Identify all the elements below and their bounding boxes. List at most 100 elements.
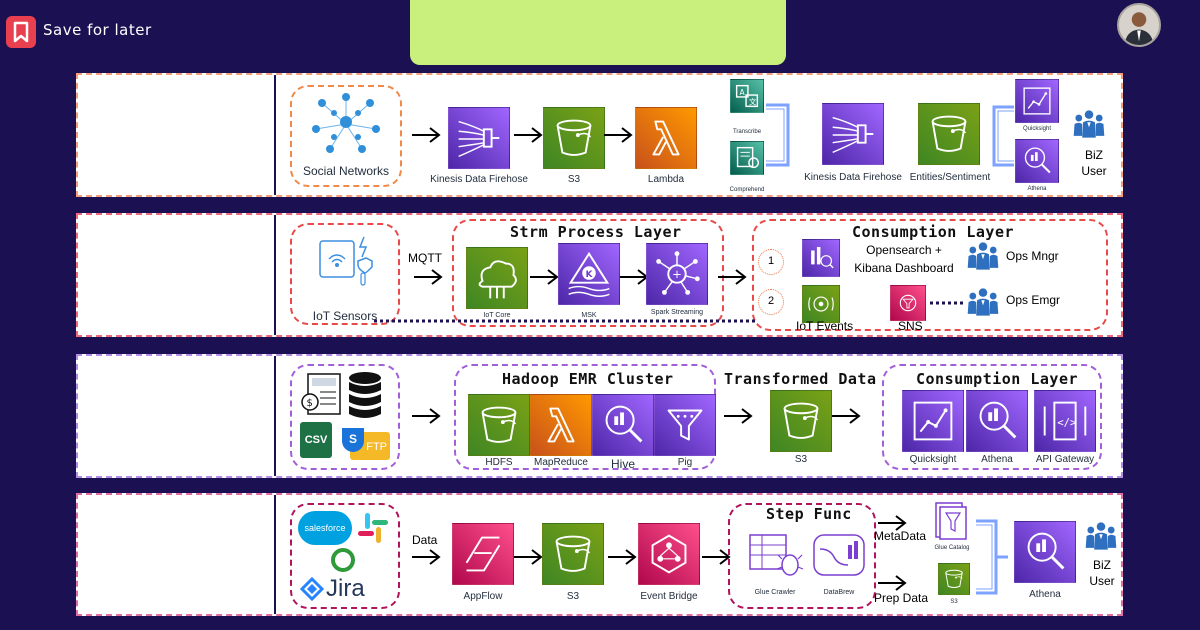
svg-text:+: +	[672, 267, 682, 281]
csv-file-icon: CSV	[300, 422, 332, 458]
bucket-icon	[918, 103, 980, 165]
opensearch-icon	[802, 239, 840, 277]
athena-icon	[1014, 521, 1076, 583]
appflow-icon	[452, 523, 514, 585]
quicksight-icon	[1015, 79, 1059, 123]
users-icon	[1072, 107, 1106, 141]
quicksight-label: Quicksight	[909, 454, 957, 465]
flow-arrow	[608, 547, 638, 567]
flow-arrow	[414, 267, 444, 287]
bucket-icon	[938, 563, 970, 595]
api-gateway-label: API Gateway	[1035, 454, 1095, 465]
database-icon	[346, 370, 384, 420]
svg-text:文: 文	[749, 96, 757, 106]
svg-text:$: $	[307, 398, 313, 409]
step-number-badge: 2	[758, 289, 784, 315]
glue-crawler-icon	[748, 531, 804, 581]
iot-events-label: IoT Events	[796, 319, 854, 333]
pipeline-row-iot: IoT Sensors MQTT Strm Process Layer IoT …	[76, 213, 1123, 337]
iot-sensor-icon	[316, 231, 378, 289]
pipeline-row-social: Social Networks Kinesis Data Firehose S3…	[76, 73, 1123, 197]
flow-arrow	[878, 573, 908, 593]
flow-arrow	[412, 406, 442, 426]
avatar[interactable]	[1117, 3, 1161, 47]
save-for-later-label[interactable]: Save for later	[43, 21, 152, 39]
sns-label: SNS	[898, 319, 923, 333]
s3-label: S3	[567, 174, 581, 185]
jira-logo	[299, 576, 325, 602]
transcribe-label: Transcribe	[732, 129, 762, 135]
sns-icon	[890, 285, 926, 321]
hdfs-label: HDFS	[485, 457, 513, 468]
step-func-group	[728, 503, 876, 609]
entities-sentiment-label: Entities/Sentiment	[909, 172, 991, 183]
iot-events-icon	[802, 285, 840, 323]
row-label-area	[78, 495, 276, 614]
green-ring-logo	[330, 547, 356, 573]
branch-connector	[992, 105, 1014, 167]
strm-process-title: Strm Process Layer	[510, 223, 682, 241]
quicksight-label: Quicksight	[1022, 126, 1051, 132]
eventbridge-icon	[638, 523, 700, 585]
bucket-icon	[770, 390, 832, 452]
flow-arrow	[530, 267, 560, 287]
api-gateway-icon: </>	[1034, 390, 1096, 452]
flow-arrow	[724, 406, 754, 426]
ops-emgr-label: Ops Emgr	[1006, 293, 1061, 307]
athena-icon	[1015, 139, 1059, 183]
svg-text:</>: </>	[1057, 416, 1076, 429]
title-banner	[410, 0, 786, 65]
athena-label: Athena	[981, 454, 1013, 465]
social-networks-label: Social Networks	[302, 164, 390, 178]
step-func-title: Step Func	[766, 505, 852, 523]
metadata-label: MetaData	[874, 529, 927, 543]
kinesis-firehose-label: Kinesis Data Firehose	[430, 174, 528, 185]
people-network-icon	[306, 89, 386, 159]
users-icon	[966, 285, 1000, 319]
ops-mngr-label: Ops Mngr	[1006, 249, 1059, 263]
hive-icon	[592, 394, 654, 456]
glue-crawler-label: Glue Crawler	[754, 589, 796, 596]
iot-sensors-group	[290, 223, 400, 325]
flow-arrow	[412, 547, 442, 567]
consumption-layer-group	[882, 364, 1102, 470]
branch-connector	[766, 103, 790, 167]
firehose-icon	[448, 107, 510, 169]
databrew-icon	[812, 531, 866, 581]
pipeline-row-saas: salesforce Jira Data AppFlow S3 Event Br…	[76, 493, 1123, 616]
slack-logo	[356, 511, 390, 545]
lambda-icon	[635, 107, 697, 169]
mapreduce-label: MapReduce	[534, 457, 588, 468]
flow-arrow	[514, 547, 544, 567]
document-icon: $	[300, 370, 346, 418]
users-icon	[966, 239, 1000, 273]
row-label-area	[78, 75, 276, 195]
ftp-folder-icon: FTP	[350, 432, 390, 460]
hive-label: Hive	[610, 457, 635, 471]
spark-streaming-label: Spark Streaming	[650, 309, 704, 316]
salesforce-logo: salesforce	[298, 511, 352, 545]
strm-process-group	[452, 219, 724, 327]
iot-core-icon	[466, 247, 528, 309]
dotted-connector	[930, 301, 964, 305]
s3-label: S3	[566, 591, 580, 602]
dotted-connector	[374, 319, 758, 323]
msk-label: MSK	[581, 312, 597, 319]
data-label: Data	[412, 533, 438, 547]
s3-small-label: S3	[950, 599, 958, 605]
comprehend-icon	[730, 141, 764, 175]
consumption-title: Consumption Layer	[916, 370, 1079, 388]
svg-text:A: A	[739, 88, 745, 97]
lambda-label: Lambda	[647, 174, 685, 185]
bookmark-icon[interactable]	[6, 16, 36, 48]
opensearch-label: Opensearch + Kibana Dashboard	[854, 243, 954, 275]
bucket-icon	[543, 107, 605, 169]
consumption-layer-group	[752, 219, 1108, 331]
batch-sources-group	[290, 364, 400, 470]
pig-label: Pig	[677, 457, 693, 468]
step-number-badge: 1	[758, 249, 784, 275]
firehose-icon	[822, 103, 884, 165]
saas-sources-group	[290, 503, 400, 609]
consumption-title: Consumption Layer	[852, 223, 1015, 241]
